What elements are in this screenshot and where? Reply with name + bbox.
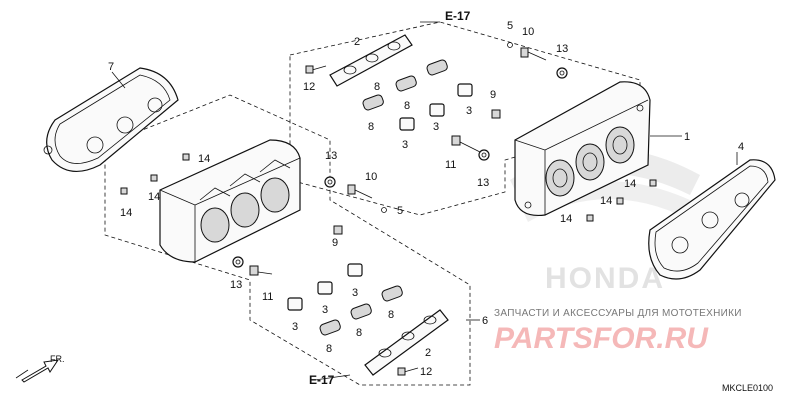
callout-8-b: 8 (404, 100, 410, 112)
callout-2-top: 2 (354, 36, 360, 48)
callout-7: 7 (108, 61, 114, 73)
callout-labels: 1 2 2 3 3 3 3 3 3 4 5 5 6 7 8 8 8 8 8 8 … (108, 20, 744, 378)
callout-12-bottom: 12 (420, 366, 432, 378)
coil-bar-bottom (364, 309, 449, 376)
callout-1: 1 (684, 131, 690, 143)
caps-3 (287, 83, 473, 311)
callout-8-a: 8 (374, 81, 380, 93)
callout-8-d: 8 (326, 343, 332, 355)
callout-8-f: 8 (388, 309, 394, 321)
head-cover-left (159, 139, 301, 263)
watermark-subtitle: ЗАПЧАСТИ И АКСЕССУАРЫ ДЛЯ МОТОТЕХНИКИ (494, 308, 742, 319)
callout-5-top: 5 (507, 20, 513, 32)
callout-8-c: 8 (368, 121, 374, 133)
hardware (120, 42, 657, 376)
group-box-top (289, 21, 641, 216)
front-arrow: FR. (21, 354, 65, 383)
callout-9-left: 9 (332, 237, 338, 249)
leader-lines (15, 21, 738, 381)
callout-14-c: 14 (120, 207, 132, 219)
callout-11-top: 11 (445, 159, 456, 171)
callout-13-left: 13 (325, 150, 337, 162)
callout-13-top: 13 (556, 43, 568, 55)
callout-3-c: 3 (402, 139, 408, 151)
callout-8-e: 8 (356, 327, 362, 339)
ref-e17-bottom: E-17 (309, 373, 335, 387)
seals-8 (319, 59, 448, 336)
callout-14-e: 14 (600, 195, 612, 207)
head-cover-right (514, 81, 651, 217)
callout-11-left: 11 (262, 291, 273, 303)
callout-13-mid: 13 (477, 177, 489, 189)
ref-e17-top: E-17 (445, 9, 471, 23)
callout-5-left: 5 (397, 205, 403, 217)
group-box-left (104, 94, 471, 386)
callout-12-top: 12 (303, 81, 315, 93)
callout-2-bottom: 2 (425, 347, 431, 359)
callout-14-f: 14 (560, 213, 572, 225)
callout-14-b: 14 (148, 191, 160, 203)
callout-4: 4 (738, 141, 744, 153)
callout-13-bottom: 13 (230, 279, 242, 291)
callout-10-top: 10 (522, 26, 534, 38)
honda-logo-text: HONDA (545, 262, 665, 295)
callout-10-left: 10 (365, 171, 377, 183)
watermark-brand: PARTSFOR.RU (494, 322, 709, 355)
gasket-left (43, 67, 179, 172)
front-label: FR. (50, 354, 65, 364)
callout-14-d: 14 (624, 178, 636, 190)
coil-bar-top (329, 34, 413, 87)
callout-14-a: 14 (198, 153, 210, 165)
callout-3-b: 3 (433, 121, 439, 133)
diagram-code: MKCLE0100 (722, 383, 773, 393)
callout-3-d: 3 (292, 321, 298, 333)
callout-3-e: 3 (322, 304, 328, 316)
callout-6: 6 (482, 315, 488, 327)
callout-3-a: 3 (466, 105, 472, 117)
callout-3-f: 3 (352, 287, 358, 299)
gasket-right (648, 159, 776, 280)
callout-9-top: 9 (490, 89, 496, 101)
